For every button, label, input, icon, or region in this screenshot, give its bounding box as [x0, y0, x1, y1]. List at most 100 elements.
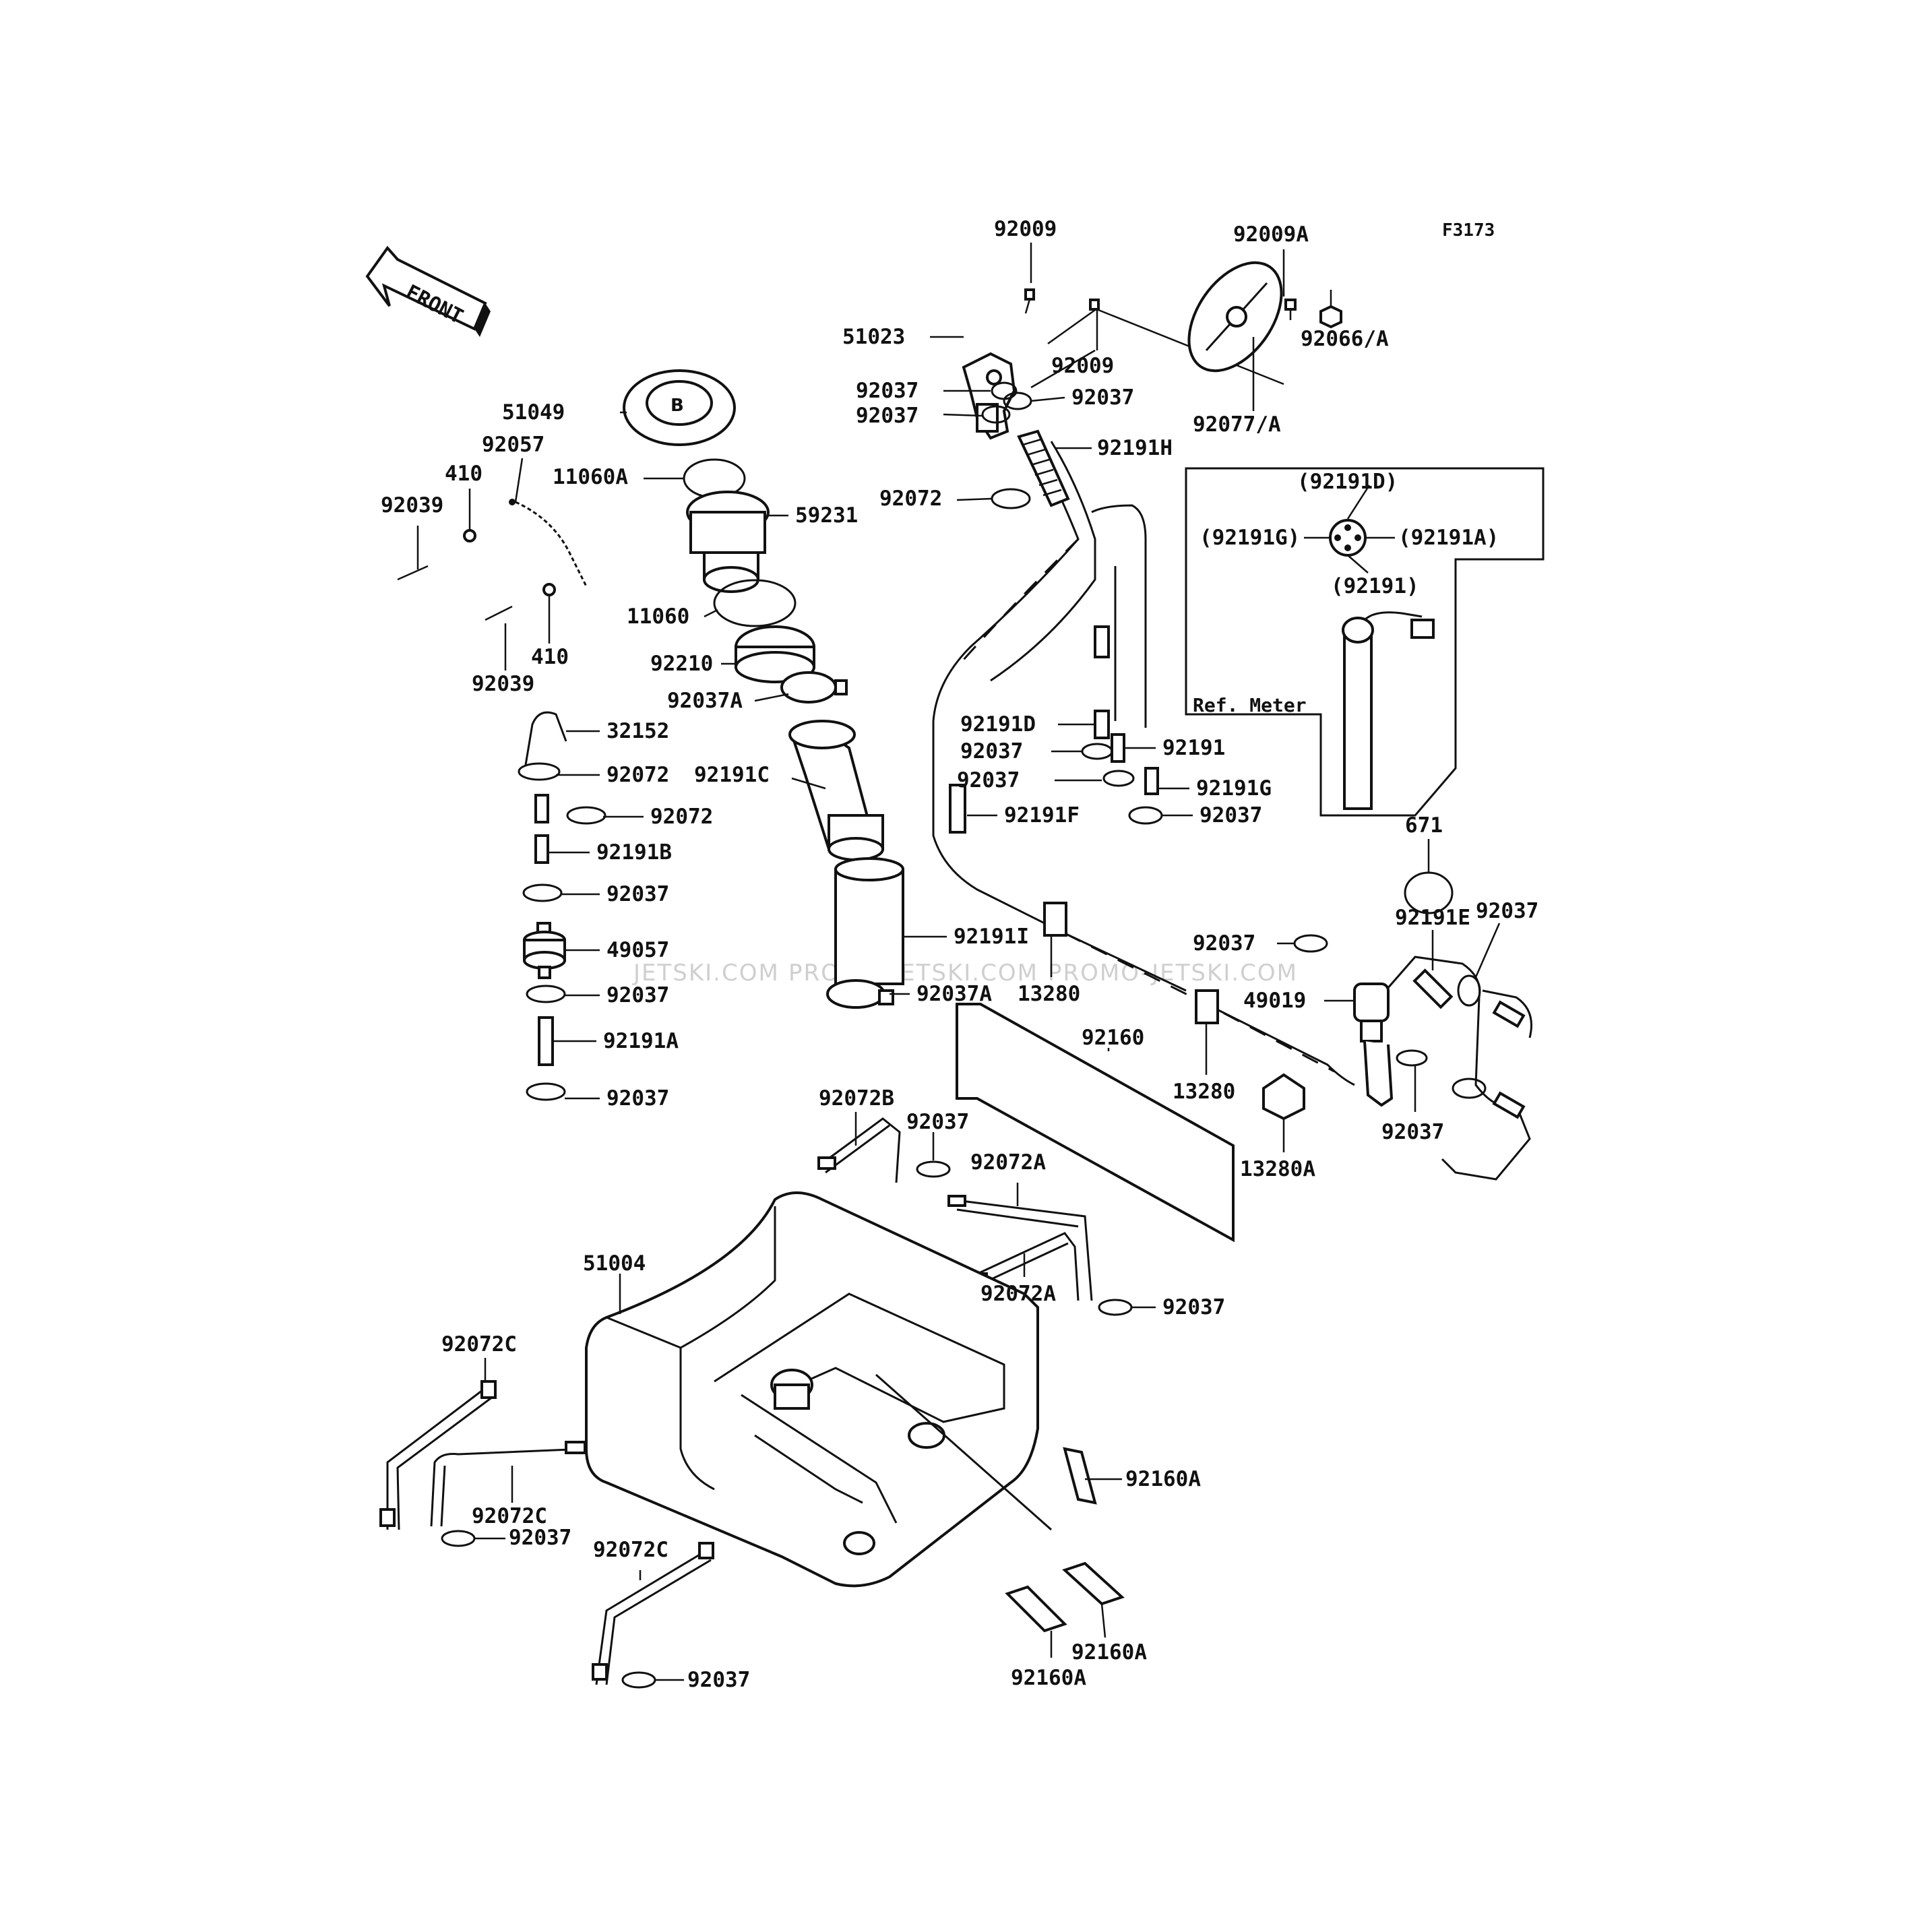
- strap-92072c-b-end: [565, 1441, 586, 1454]
- leader-lines: [416, 243, 1501, 1681]
- callout-92037-i: 92037: [1193, 931, 1255, 956]
- callout-49057: 49057: [606, 938, 669, 962]
- hose-92191d: [1094, 710, 1110, 739]
- callout-92191d-p: (92191D): [1297, 470, 1398, 494]
- callout-92072-top: 92072: [879, 487, 942, 511]
- callout-92191g-p: (92191G): [1199, 526, 1300, 550]
- pad-92160a: [1063, 1447, 1097, 1505]
- callout-92072c-b: 92072C: [472, 1504, 547, 1528]
- callout-92191g: 92191G: [1196, 776, 1272, 801]
- clamp-icon: [621, 1671, 656, 1689]
- check-valve-49057: [523, 922, 566, 979]
- bolt-92009b-icon: [1047, 299, 1100, 345]
- callout-92191i: 92191I: [954, 925, 1029, 949]
- strap-92072b-end: [817, 1156, 836, 1170]
- strap-92072b: [818, 1117, 901, 1183]
- callout-92039-b: 92039: [472, 672, 534, 696]
- callout-92191a: 92191A: [603, 1029, 679, 1053]
- callout-92191e: 92191E: [1395, 906, 1470, 930]
- callout-13280-b: 13280: [1173, 1080, 1235, 1104]
- callout-92037-p: 92037: [687, 1668, 750, 1692]
- callout-92037-c: 92037: [856, 404, 918, 428]
- ref-meter-box: [1185, 467, 1545, 817]
- ref-meter-label: Ref. Meter: [1193, 694, 1307, 716]
- fuel-tank: [585, 1191, 1052, 1588]
- callout-410-a: 410: [445, 462, 482, 486]
- hose-92191i: [834, 857, 904, 985]
- callout-51049: 51049: [502, 400, 565, 425]
- callout-92037-n2: 92037: [1162, 1295, 1225, 1319]
- strap-92072c-a-end2: [379, 1508, 396, 1527]
- strap-92072c-a: [386, 1387, 496, 1530]
- callout-92160a-b: 92160A: [1071, 1640, 1147, 1664]
- callout-92039-a: 92039: [381, 493, 443, 518]
- strap-92072c-c-end: [698, 1542, 714, 1559]
- strap-92072c-c: [595, 1549, 712, 1685]
- fuel-filter: [1353, 983, 1394, 1107]
- clamp-icon: [522, 883, 563, 902]
- callout-671: 671: [1405, 813, 1443, 838]
- callout-92077a: 92077/A: [1193, 412, 1281, 437]
- bolt-92009-icon: [1024, 288, 1035, 314]
- callout-92191f: 92191F: [1004, 803, 1080, 828]
- clamp-92037a-icon: [780, 671, 848, 704]
- svg-text:B: B: [671, 396, 684, 416]
- callout-92072-b: 92072: [606, 763, 669, 787]
- callout-92037-e: 92037: [957, 768, 1020, 792]
- clamp-icon: [916, 1160, 951, 1178]
- callout-92037a-a: 92037A: [667, 689, 743, 713]
- clamp-icon: [1457, 974, 1481, 1007]
- callout-13280a: 13280A: [1240, 1157, 1315, 1181]
- front-arrow-icon: FRONT: [365, 245, 491, 337]
- callout-92037-l: 92037: [906, 1110, 969, 1134]
- callout-92037-b: 92037: [1071, 385, 1134, 410]
- hose-92191h: [1017, 429, 1070, 507]
- nut-92066-icon: [1319, 305, 1342, 329]
- callout-92037-h: 92037: [1476, 899, 1538, 923]
- pad-92160: [956, 1003, 1235, 1243]
- clamp-icon: [1102, 770, 1135, 787]
- callout-51004: 51004: [583, 1251, 646, 1276]
- callout-92066a: 92066/A: [1301, 327, 1389, 351]
- callout-92191a-p: (92191A): [1398, 526, 1499, 550]
- callout-92191c: 92191C: [694, 763, 770, 787]
- fuel-cap: B: [623, 369, 736, 446]
- callout-92057: 92057: [482, 433, 544, 457]
- callout-410-b: 410: [531, 645, 569, 669]
- hose-piece: [1492, 1000, 1526, 1028]
- hose-92191f: [949, 784, 966, 834]
- connector-plug-icon: [1329, 519, 1367, 557]
- watermark-1: JETSKI.COM: [632, 960, 780, 987]
- callout-92037a-b: 92037A: [916, 982, 992, 1006]
- callout-92160a-a: 92160A: [1125, 1467, 1201, 1491]
- figure-code: F3173: [1442, 220, 1495, 241]
- filler-neck-59231: [686, 491, 770, 593]
- watermark-3: PROMO-JETSKI.COM: [1048, 960, 1298, 987]
- pad-92160a-b: [1062, 1561, 1125, 1606]
- strap-92072c-b: [430, 1447, 587, 1527]
- callout-92191: 92191: [1162, 736, 1225, 760]
- clamp-icon: [566, 806, 606, 825]
- fuel-tap: [962, 352, 1016, 440]
- clip-holder-13280a: [1043, 902, 1067, 937]
- hose-92191a: [538, 1016, 554, 1066]
- callout-92160: 92160: [1082, 1026, 1144, 1050]
- strap-92072c-c-end2: [592, 1663, 608, 1681]
- clamp-icon: [526, 1082, 566, 1101]
- strap-92072a-end: [947, 1195, 966, 1207]
- callout-92072b: 92072B: [819, 1086, 894, 1111]
- callout-92072-c: 92072: [650, 805, 713, 829]
- hose-piece: [1492, 1091, 1526, 1119]
- callout-92160a-c: 92160A: [1011, 1666, 1086, 1690]
- bracket-13280a: [1262, 1073, 1305, 1121]
- callout-49019: 49019: [1243, 989, 1306, 1013]
- hose-92191b: [534, 834, 549, 864]
- clamp-icon: [526, 985, 566, 1003]
- callout-51023: 51023: [842, 325, 905, 349]
- hose-92191d-top: [1094, 625, 1110, 658]
- callout-92037-k: 92037: [606, 1086, 669, 1111]
- callout-32152: 32152: [606, 719, 669, 743]
- hose-92191g: [1144, 767, 1159, 795]
- clamp-icon: [1293, 934, 1328, 953]
- callout-92191-p: (92191): [1331, 574, 1419, 598]
